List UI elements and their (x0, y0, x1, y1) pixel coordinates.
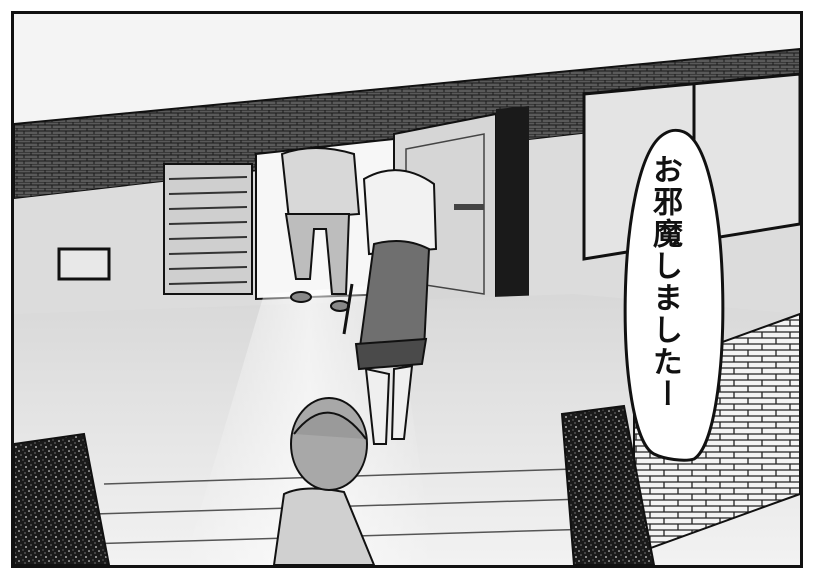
speech-bubble-shape (623, 128, 725, 462)
girl-figure (342, 169, 438, 445)
panel-illustration (14, 14, 800, 565)
man-figure (280, 147, 361, 312)
door-handle (454, 204, 484, 210)
vent-grill (163, 163, 253, 295)
brick-eave (14, 47, 800, 201)
gate-post-right (560, 404, 656, 565)
wall-fixture (57, 247, 111, 281)
gate-post-left (14, 432, 111, 565)
pillar (496, 106, 529, 314)
boy-figure (272, 397, 376, 565)
eave-top (14, 14, 800, 124)
speech-bubble-text: お邪魔しましたー (647, 154, 682, 410)
manga-panel: お邪魔しましたー (11, 11, 803, 568)
